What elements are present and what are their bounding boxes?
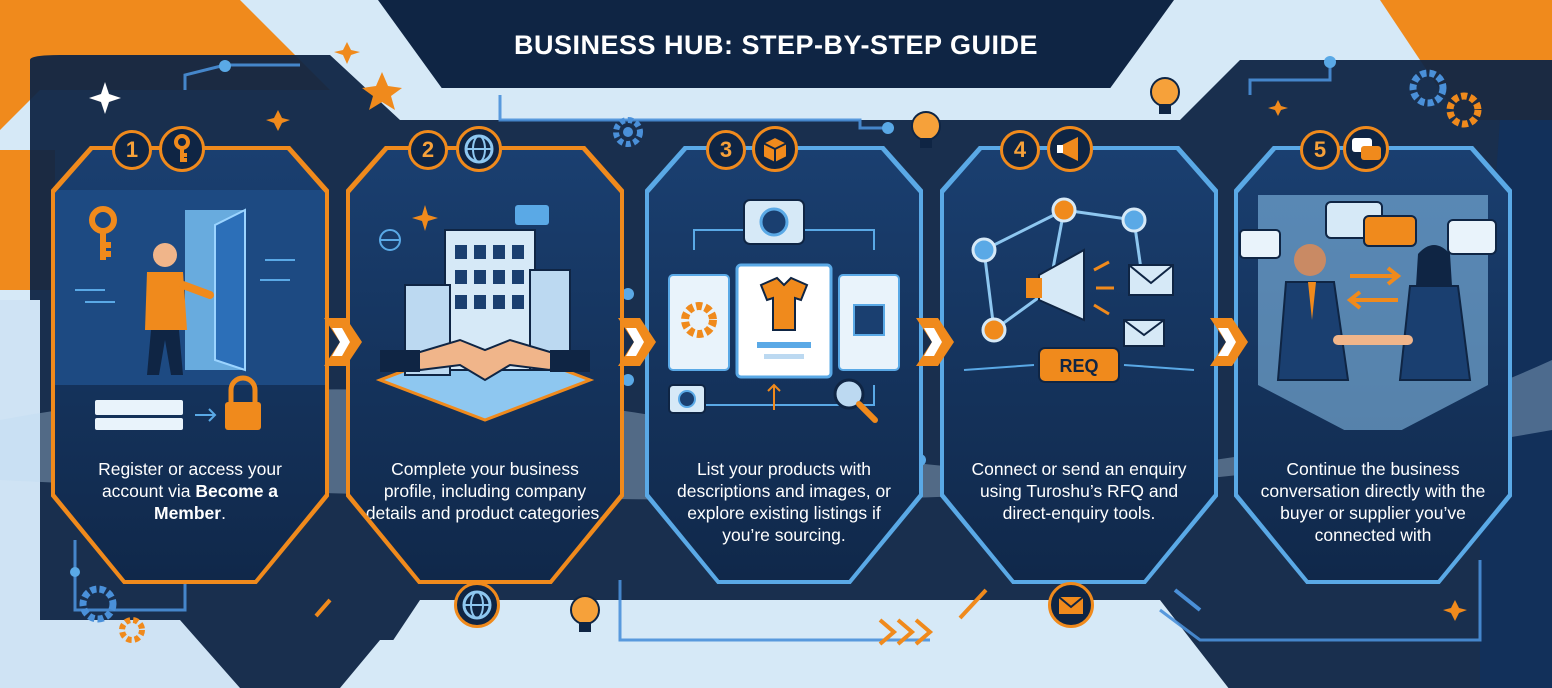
- step-5-number: 5: [1300, 130, 1340, 170]
- globe-icon: [462, 590, 492, 620]
- page-title: BUSINESS HUB: STEP-BY-STEP GUIDE: [513, 30, 1039, 60]
- step-5-card: Continue the business conversation direc…: [1238, 150, 1508, 580]
- chat-icon: [515, 205, 549, 225]
- globe-icon: [464, 134, 494, 164]
- step-2-footer-badge: [454, 582, 500, 628]
- chat-bubbles-icon: [1239, 201, 1497, 259]
- step-1-number: 1: [112, 130, 152, 170]
- step-1-card: Register or access your account via Beco…: [55, 150, 325, 580]
- step-1-badge: [159, 126, 205, 172]
- chevron-right-icon: [1210, 318, 1248, 366]
- login-door-illustration: [55, 190, 325, 430]
- megaphone-icon: [1057, 137, 1078, 161]
- key-icon: [89, 206, 117, 260]
- step-5-badge: [1343, 126, 1389, 172]
- product-listing-illustration: [668, 199, 900, 423]
- step-5-description: Continue the business conversation direc…: [1260, 459, 1486, 545]
- become-a-member-link: Become a Member: [154, 481, 279, 523]
- step-3-card: List your products with descriptions and…: [649, 150, 919, 580]
- envelope-icon: [1123, 264, 1174, 347]
- step-3-description: List your products with descriptions and…: [677, 459, 891, 545]
- key-icon: [174, 134, 190, 162]
- company-profile-illustration: [375, 205, 595, 422]
- chevron-right-icon: [916, 318, 954, 366]
- envelope-icon: [1058, 596, 1084, 614]
- title-plate: [378, 0, 1174, 88]
- gear-icon: [681, 302, 717, 338]
- handshake-icon: [380, 338, 590, 382]
- chat-bubbles-icon: [1352, 138, 1381, 160]
- step-4-footer-badge: [1048, 582, 1094, 628]
- step-4-number: 4: [1000, 130, 1040, 170]
- req-label: REQ: [1059, 356, 1098, 376]
- shirt-icon: [759, 276, 809, 331]
- gear-icon: [613, 117, 643, 147]
- step-2-card: Complete your business profile, includin…: [350, 150, 620, 580]
- megaphone-icon: [1026, 248, 1114, 322]
- box-icon: [762, 135, 788, 165]
- step-3-number: 3: [706, 130, 746, 170]
- step-4-badge: [1047, 126, 1093, 172]
- step-2-badge: [456, 126, 502, 172]
- lock-icon: [225, 375, 261, 430]
- step-4-card: REQ Connect or send an enquiry using Tur…: [944, 150, 1214, 580]
- camera-icon: [743, 199, 805, 245]
- req-box: [1038, 347, 1120, 383]
- step-2-description: Complete your business profile, includin…: [365, 459, 605, 523]
- magnifier-icon: [833, 378, 878, 423]
- chip-icon: [853, 304, 885, 336]
- step-2-number: 2: [408, 130, 448, 170]
- chevron-right-icon: [618, 318, 656, 366]
- globe-icon: [379, 229, 401, 251]
- camera-icon-small: [668, 384, 706, 414]
- step-3-badge: [752, 126, 798, 172]
- step-4-description: Connect or send an enquiry using Turoshu…: [971, 459, 1187, 523]
- handshake-meeting-illustration: [1239, 195, 1497, 430]
- rfq-network-illustration: REQ: [963, 197, 1195, 383]
- step-1-description: Register or access your account via Beco…: [98, 459, 282, 523]
- chevron-right-icon: [324, 318, 362, 366]
